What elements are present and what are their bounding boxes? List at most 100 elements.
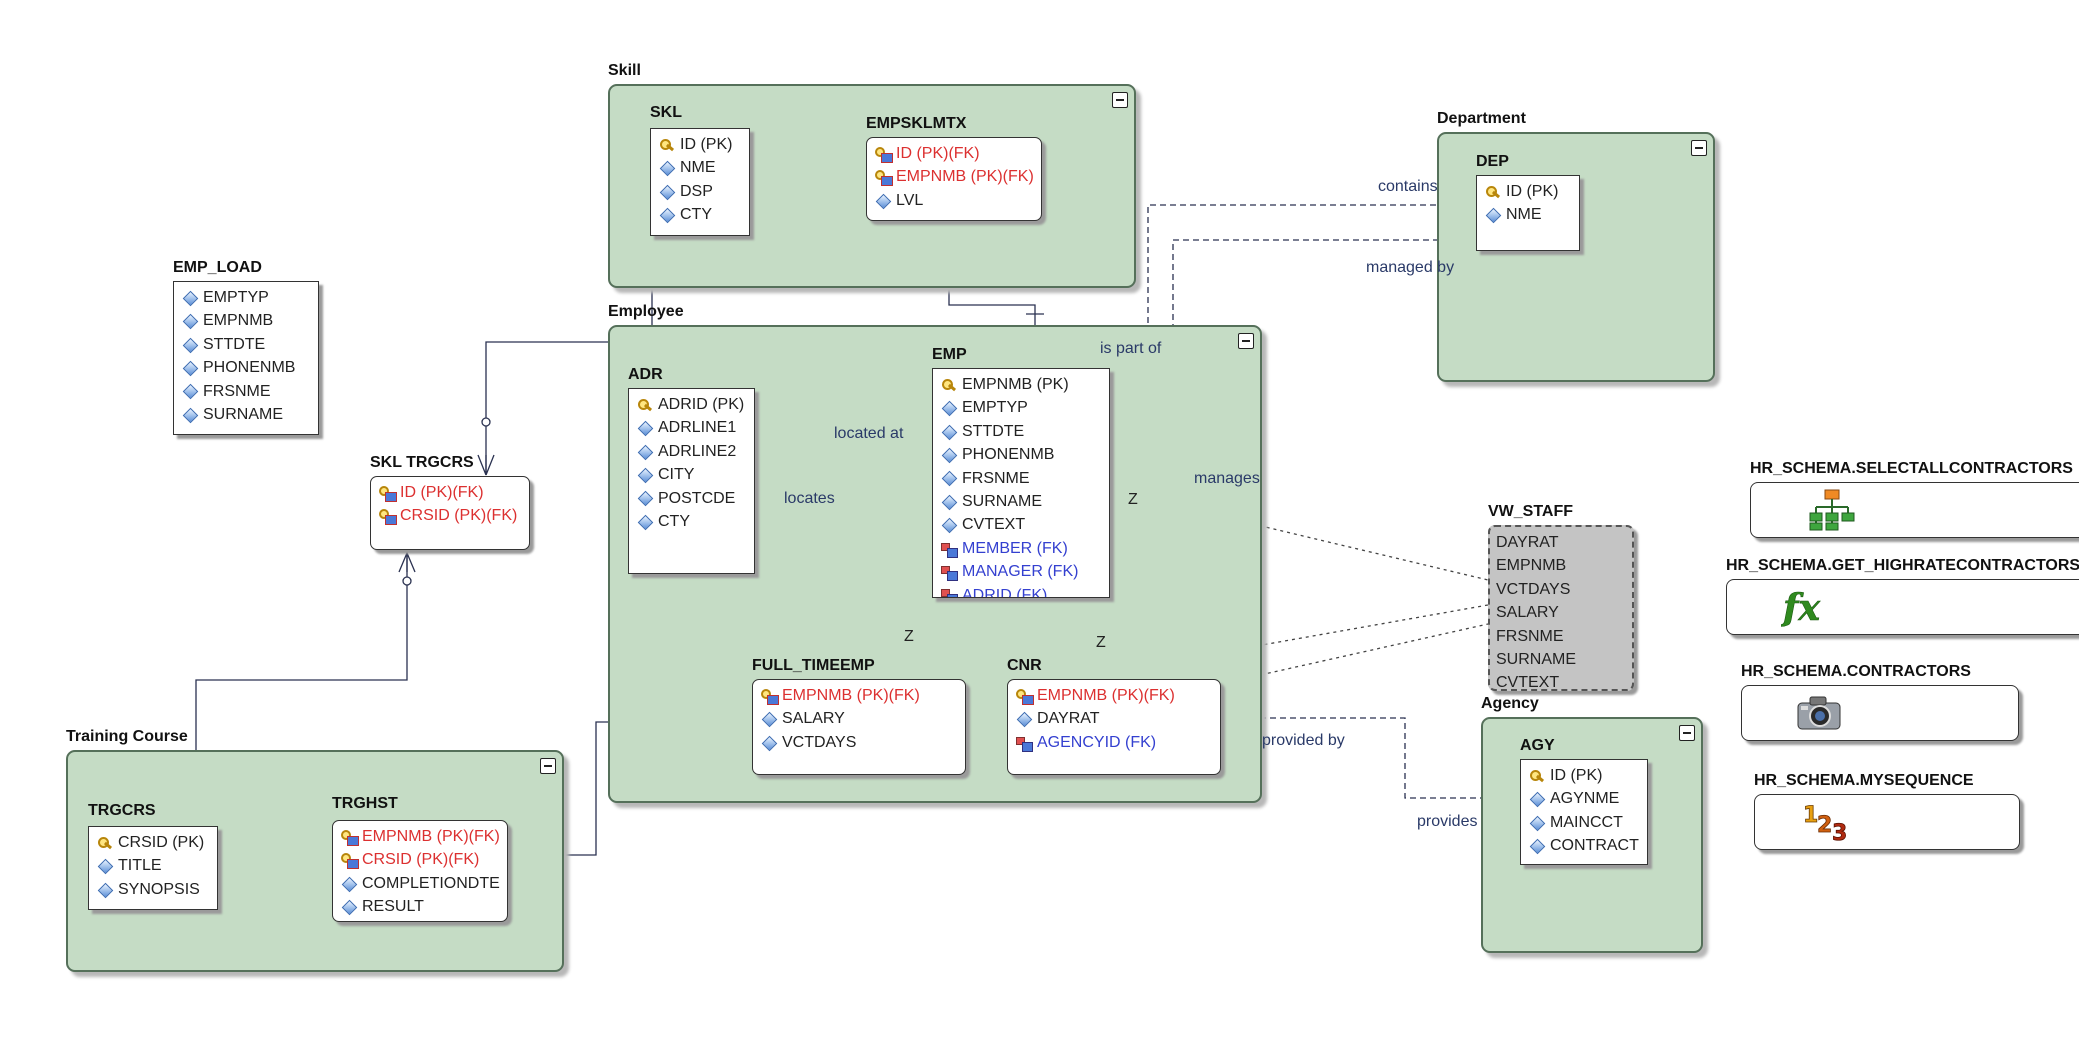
view-column[interactable]: SALARY	[1496, 604, 1559, 622]
attribute-row[interactable]: EMPTYP	[182, 286, 312, 309]
attribute-row[interactable]: MAINCCT	[1529, 811, 1641, 834]
attribute-row[interactable]: ADRID (PK)	[637, 393, 748, 416]
attribute-row[interactable]: ID (PK)(FK)	[875, 142, 1035, 165]
attribute-row[interactable]: DSP	[659, 180, 743, 203]
group-department[interactable]	[1437, 132, 1715, 382]
attribute-row[interactable]: ID (PK)	[1529, 764, 1641, 787]
attribute-text: AGYNME	[1550, 790, 1620, 808]
attribute-row[interactable]: EMPTYP	[941, 396, 1103, 419]
schema-object-title: HR_SCHEMA.SELECTALLCONTRACTORS	[1750, 460, 2073, 477]
attribute-icon	[659, 160, 675, 176]
attribute-row[interactable]: COMPLETIONDTE	[341, 872, 501, 895]
attribute-row[interactable]: VCTDAYS	[761, 731, 959, 754]
view-column[interactable]: VCTDAYS	[1496, 580, 1571, 598]
attribute-row[interactable]: PHONENMB	[182, 356, 312, 379]
view-vw-staff[interactable]: DAYRAT EMPNMB VCTDAYS SALARY FRSNME SURNAME CV…	[1488, 525, 1634, 691]
entity-attribute-list[interactable]: ID (PK)(FK)CRSID (PK)(FK)	[370, 476, 530, 550]
attribute-row[interactable]: TITLE	[97, 854, 211, 877]
collapse-icon[interactable]	[1238, 333, 1254, 349]
attribute-row[interactable]: EMPNMB (PK)	[941, 373, 1103, 396]
attribute-icon	[941, 447, 957, 463]
collapse-icon[interactable]	[1112, 92, 1128, 108]
view-column[interactable]: SURNAME	[1496, 651, 1577, 669]
attribute-row[interactable]: SYNOPSIS	[97, 878, 211, 901]
attribute-row[interactable]: ADRLINE2	[637, 440, 748, 463]
attribute-row[interactable]: ID (PK)	[659, 133, 743, 156]
attribute-row[interactable]: CONTRACT	[1529, 834, 1641, 857]
attribute-row[interactable]: STTDTE	[941, 420, 1103, 443]
attribute-text: ID (PK)	[1550, 767, 1603, 784]
attribute-row[interactable]: STTDTE	[182, 333, 312, 356]
attribute-row[interactable]: NME	[1485, 203, 1573, 226]
attribute-icon	[637, 420, 653, 436]
attribute-row[interactable]: ADRLINE1	[637, 416, 748, 439]
attribute-icon	[941, 494, 957, 510]
collapse-icon[interactable]	[1679, 725, 1695, 741]
attribute-row[interactable]: EMPNMB	[182, 309, 312, 332]
attribute-row[interactable]: MANAGER (FK)	[941, 560, 1103, 583]
attribute-row[interactable]: EMPNMB (PK)(FK)	[761, 684, 959, 707]
attribute-row[interactable]: FRSNME	[182, 380, 312, 403]
attribute-text: RESULT	[362, 898, 424, 916]
attribute-row[interactable]: ADRID (FK)	[941, 584, 1103, 598]
label-provided-by: provided by	[1262, 732, 1345, 749]
attribute-text: ADRID (FK)	[962, 586, 1048, 598]
attribute-row[interactable]: CITY	[637, 463, 748, 486]
attribute-row[interactable]: CRSID (PK)(FK)	[341, 848, 501, 871]
attribute-text: EMPNMB (PK)(FK)	[362, 828, 500, 845]
attribute-text: SURNAME	[962, 493, 1043, 511]
entity-name: EMP_LOAD	[173, 259, 262, 276]
attribute-row[interactable]: SALARY	[761, 707, 959, 730]
attribute-row[interactable]: EMPNMB (PK)(FK)	[1016, 684, 1214, 707]
attribute-row[interactable]: ID (PK)	[1485, 180, 1573, 203]
attribute-row[interactable]: EMPNMB (PK)(FK)	[875, 165, 1035, 188]
view-column[interactable]: EMPNMB	[1496, 557, 1567, 575]
view-column[interactable]: DAYRAT	[1496, 534, 1559, 551]
label-contains: contains	[1378, 178, 1438, 195]
attribute-text: COMPLETIONDTE	[362, 874, 500, 892]
attribute-row[interactable]: DAYRAT	[1016, 707, 1214, 730]
attribute-row[interactable]: CTY	[659, 203, 743, 226]
collapse-icon[interactable]	[540, 758, 556, 774]
attribute-row[interactable]: AGYNME	[1529, 787, 1641, 810]
entity-attribute-list[interactable]: ID (PK)NME	[1476, 175, 1580, 251]
entity-attribute-list[interactable]: ID (PK)(FK)EMPNMB (PK)(FK)LVL	[866, 137, 1042, 221]
attribute-row[interactable]: SURNAME	[182, 403, 312, 426]
attribute-row[interactable]: MEMBER (FK)	[941, 537, 1103, 560]
attribute-text: EMPNMB	[203, 312, 274, 330]
attribute-icon	[182, 407, 198, 423]
attribute-row[interactable]: CVTEXT	[941, 513, 1103, 536]
group-title-employee: Employee	[608, 303, 684, 320]
attribute-row[interactable]: CRSID (PK)	[97, 831, 211, 854]
entity-attribute-list[interactable]: EMPNMB (PK)(FK) CRSID (PK)(FK) COMPLETIOND…	[332, 820, 508, 922]
attribute-row[interactable]: PHONENMB	[941, 443, 1103, 466]
entity-attribute-list[interactable]: ID (PK)NME DSP CTY	[650, 128, 750, 236]
attribute-row[interactable]: CTY	[637, 510, 748, 533]
attribute-row[interactable]: CRSID (PK)(FK)	[379, 504, 523, 527]
attribute-row[interactable]: RESULT	[341, 895, 501, 918]
attribute-row[interactable]: FRSNME	[941, 467, 1103, 490]
label-manages: manages	[1194, 470, 1260, 487]
entity-name: TRGHST	[332, 795, 398, 812]
attribute-row[interactable]: SURNAME	[941, 490, 1103, 513]
attribute-row[interactable]: POSTCDE	[637, 487, 748, 510]
attribute-row[interactable]: ID (PK)(FK)	[379, 481, 523, 504]
attribute-row[interactable]: LVL	[875, 189, 1035, 212]
view-column[interactable]: CVTEXT	[1496, 674, 1560, 692]
collapse-icon[interactable]	[1691, 140, 1707, 156]
view-column[interactable]: FRSNME	[1496, 627, 1564, 645]
attribute-row[interactable]: AGENCYID (FK)	[1016, 731, 1214, 754]
pk-fk-icon	[761, 687, 779, 705]
attribute-text: DSP	[680, 182, 713, 200]
attribute-row[interactable]: EMPNMB (PK)(FK)	[341, 825, 501, 848]
attribute-icon	[659, 207, 675, 223]
attribute-icon	[637, 514, 653, 530]
attribute-row[interactable]: NME	[659, 156, 743, 179]
